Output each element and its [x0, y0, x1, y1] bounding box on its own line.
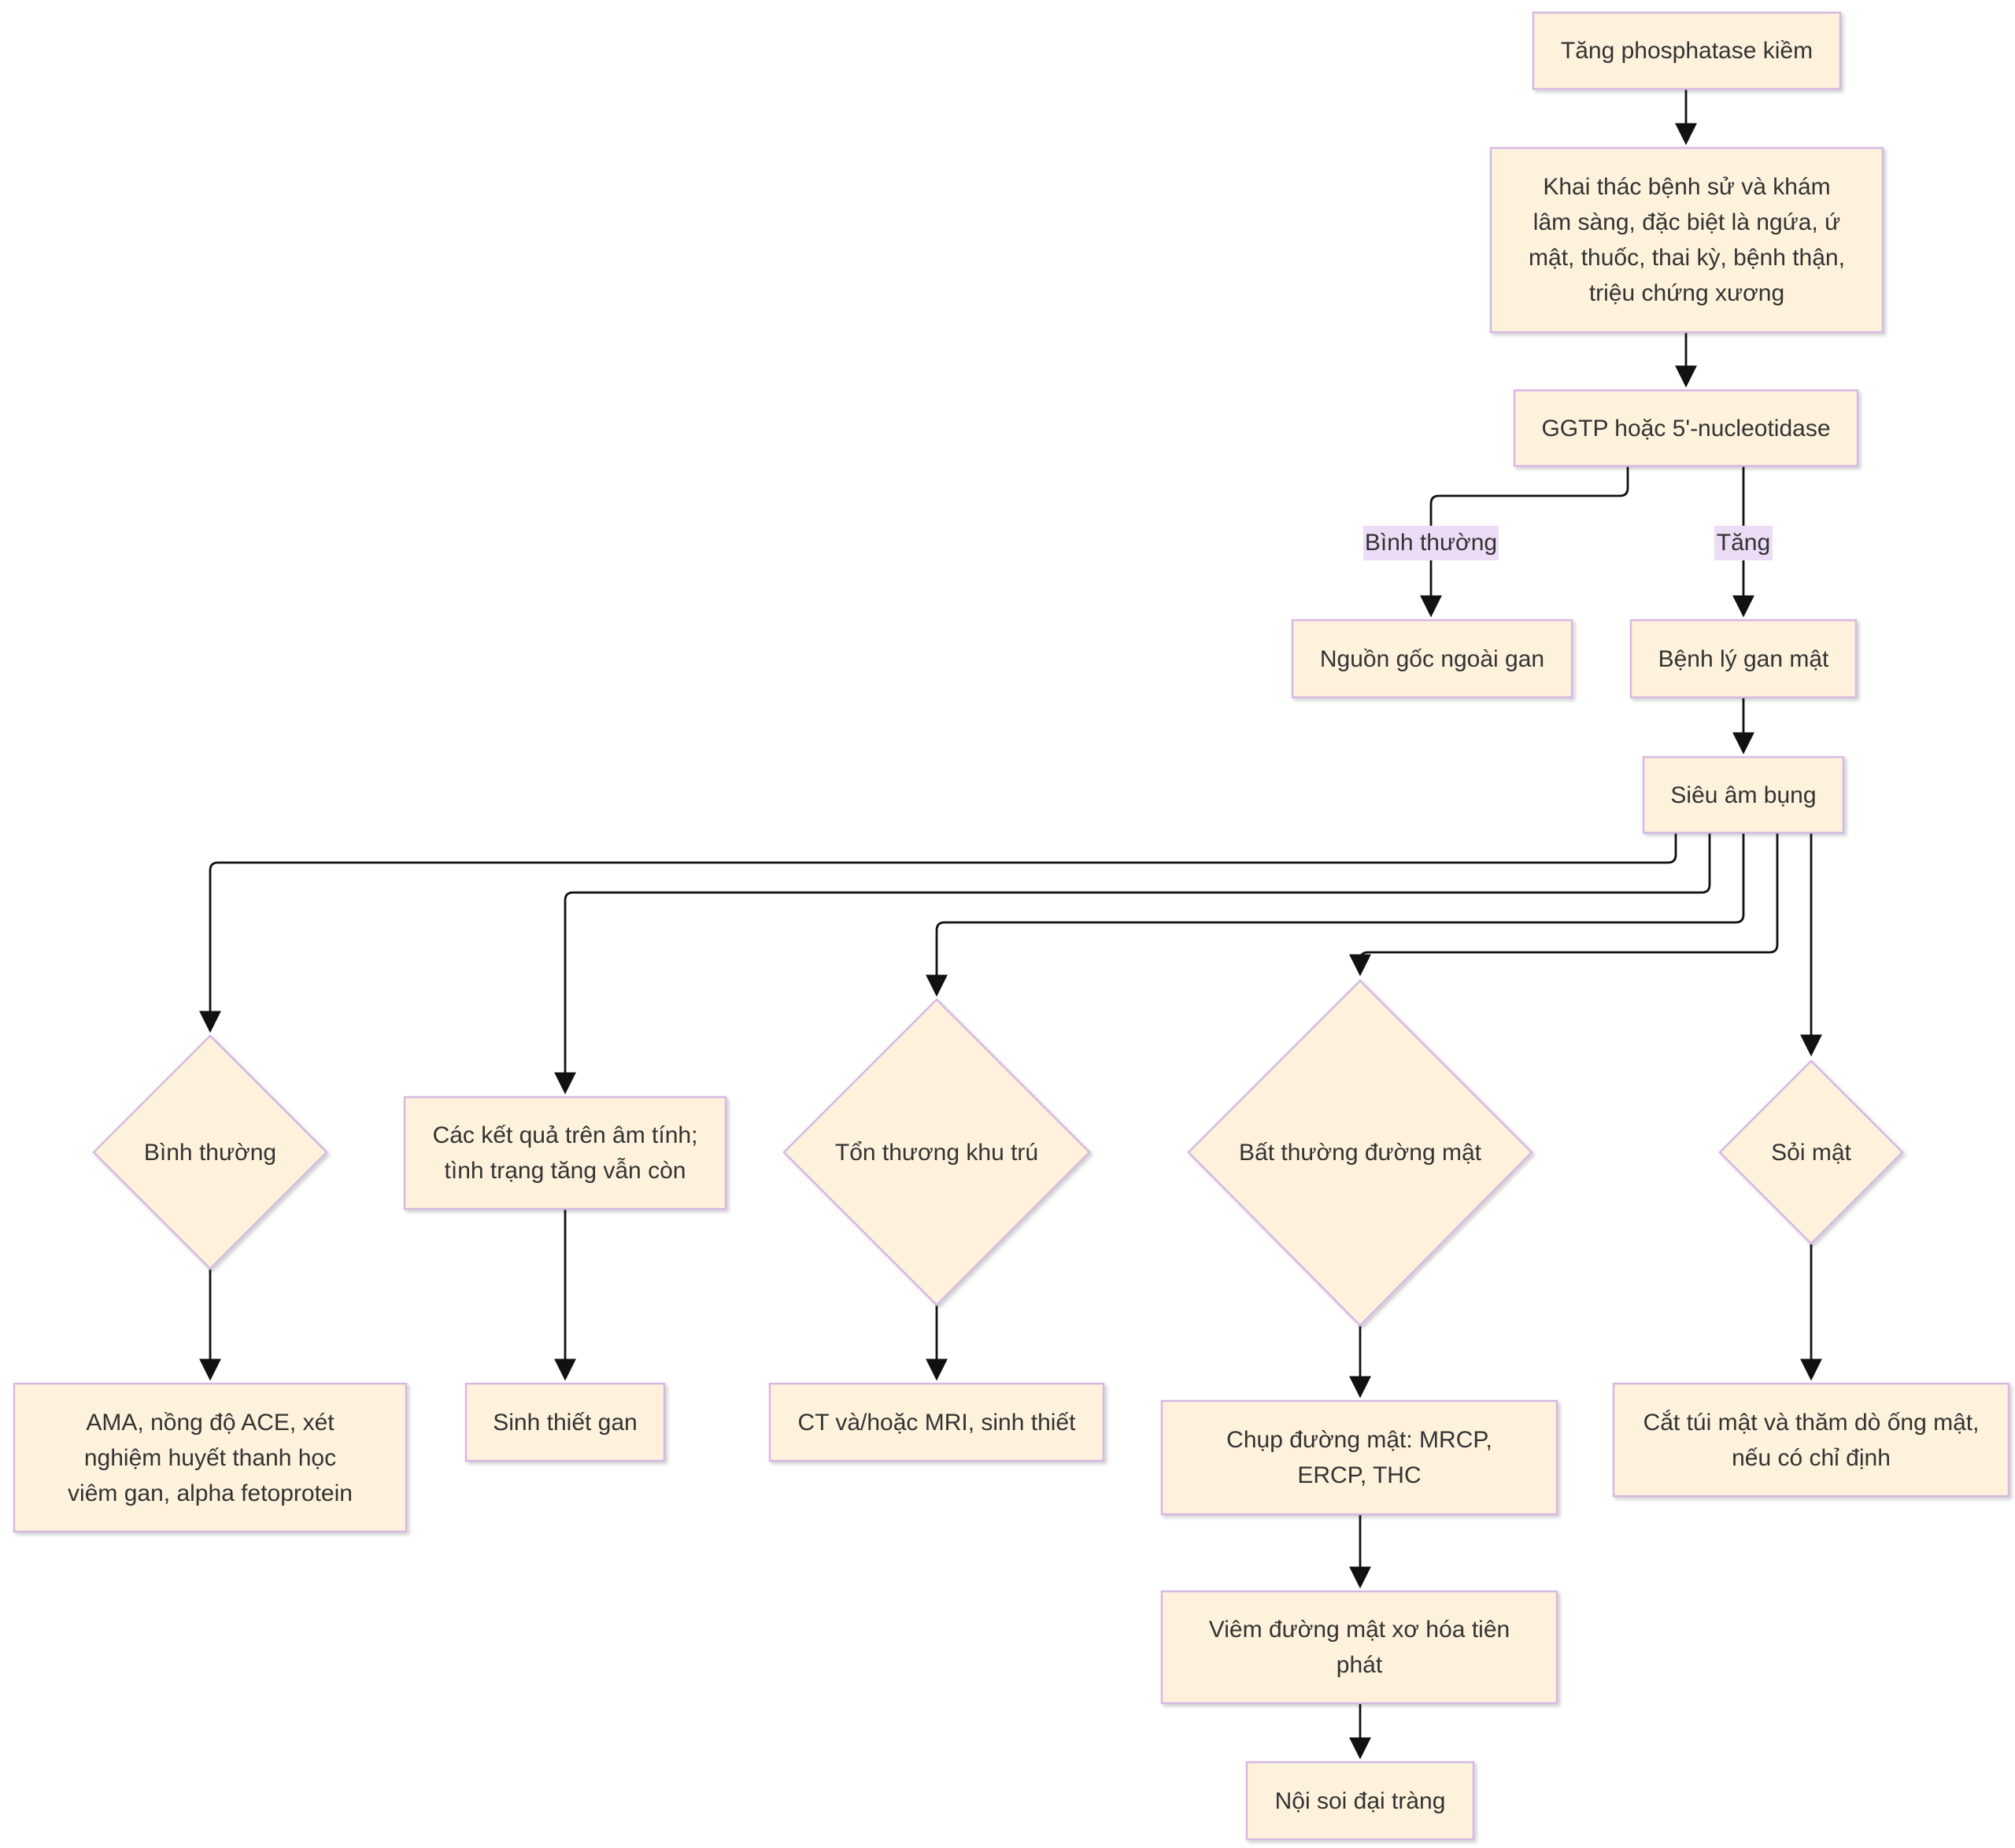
node-n7 — [403, 1096, 727, 1210]
edge-n3-n4 — [1420, 466, 1629, 618]
node-n13 — [1160, 1590, 1558, 1705]
edge-label-increased: Tăng — [1716, 530, 1771, 556]
node-n13-text: Viêm đường mật xơ hóa tiên phát — [1208, 1617, 1510, 1678]
node-n11-text: Chụp đường mật: MRCP, ERCP, THC — [1226, 1427, 1492, 1488]
node-n14-text: Nội soi đại tràng — [1274, 1787, 1446, 1814]
node-n4 — [1291, 619, 1573, 699]
node-n7-text: Các kết quả trên âm tính; tình trạng tăn… — [432, 1122, 698, 1184]
node-n11 — [1160, 1399, 1558, 1516]
edge-label-bg-normal — [1363, 526, 1499, 560]
node-n3-text: GGTP hoặc 5'-nucleotidase — [1541, 415, 1831, 442]
node-n8 — [13, 1382, 408, 1533]
node-n6-text: Siêu âm bụng — [1670, 782, 1817, 808]
edge-label-bg-increased — [1714, 526, 1773, 560]
node-n4-text: Nguồn gốc ngoài gan — [1319, 645, 1545, 672]
node-d2-text: Tổn thương khu trú — [834, 1139, 1039, 1166]
node-n1-text: Tăng phosphatase kiềm — [1560, 38, 1814, 64]
node-d4-text: Sỏi mật — [1771, 1139, 1851, 1166]
node-d1 — [92, 1034, 328, 1270]
edge-n6-d3 — [1349, 833, 1779, 977]
node-d3-text: Bất thường đường mật — [1239, 1139, 1481, 1166]
node-n6 — [1642, 756, 1845, 834]
node-n3 — [1513, 389, 1859, 468]
node-n2 — [1489, 146, 1884, 334]
node-n9 — [464, 1382, 666, 1462]
node-n1 — [1532, 11, 1842, 91]
node-n10 — [768, 1382, 1105, 1462]
node-d3 — [1187, 979, 1533, 1327]
node-n9-text: Sinh thiết gan — [493, 1409, 638, 1436]
node-n2-text: Khai thác bệnh sử và khám lâm sàng, đặc … — [1529, 174, 1845, 306]
edge-n6-n7 — [554, 833, 1711, 1095]
edge-n6-d2 — [926, 833, 1745, 997]
node-d4 — [1718, 1059, 1904, 1245]
node-n14 — [1245, 1761, 1475, 1841]
node-d1-text: Bình thường — [143, 1139, 277, 1166]
edge-n6-d1 — [199, 833, 1677, 1033]
node-d2 — [782, 998, 1091, 1307]
node-n5-text: Bệnh lý gan mật — [1658, 645, 1829, 672]
edge-label-normal: Bình thường — [1364, 530, 1498, 556]
edges — [199, 89, 1822, 1760]
node-n12 — [1612, 1382, 2010, 1498]
node-n8-text: AMA, nồng độ ACE, xét nghiệm huyết thanh… — [68, 1409, 353, 1506]
node-n10-text: CT và/hoặc MRI, sinh thiết — [797, 1409, 1076, 1436]
node-n5 — [1629, 619, 1858, 699]
node-n12-text: Cắt túi mật và thăm dò ống mật, nếu có c… — [1643, 1409, 1980, 1471]
